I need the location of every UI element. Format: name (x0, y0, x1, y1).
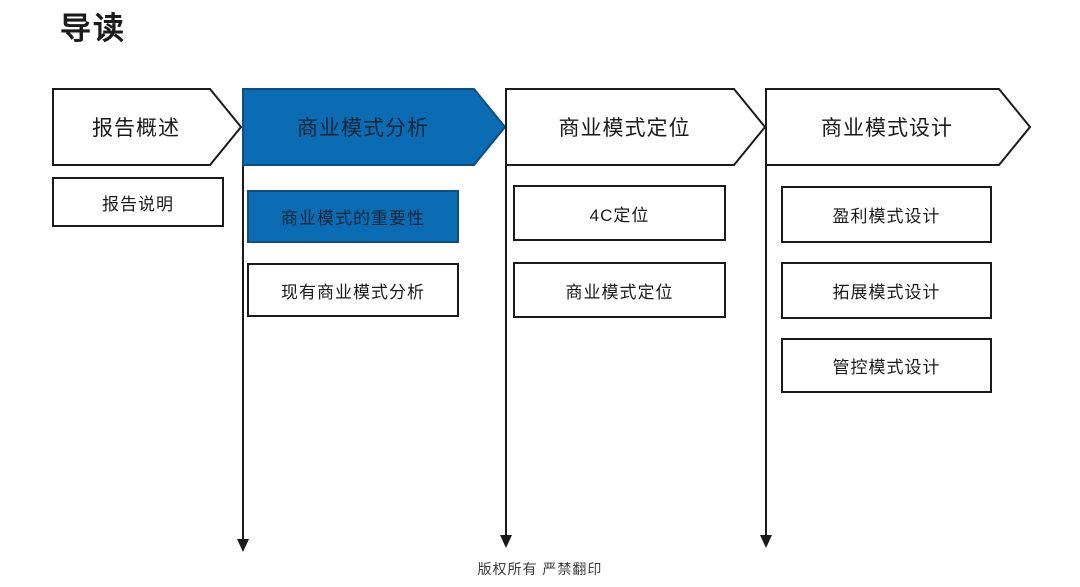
connector-line-stage-4 (765, 166, 767, 537)
chevron-shape-3 (505, 88, 766, 166)
sub-item-box[interactable]: 盈利模式设计 (781, 186, 992, 243)
sub-item-box[interactable]: 现有商业模式分析 (247, 263, 459, 317)
chevron-stage-3[interactable]: 商业模式定位 (505, 88, 766, 166)
chevron-stage-1[interactable]: 报告概述 (52, 88, 242, 166)
chevron-label-3: 商业模式定位 (558, 117, 691, 140)
chevron-label-2: 商业模式分析 (297, 117, 429, 140)
sub-item-label: 拓展模式设计 (832, 283, 941, 302)
sub-item-label: 盈利模式设计 (832, 207, 941, 226)
chevron-label-1: 报告概述 (92, 117, 180, 140)
chevron-shape-2 (242, 88, 506, 166)
chevron-stage-2[interactable]: 商业模式分析 (242, 88, 506, 166)
sub-item-label: 4C定位 (589, 205, 650, 225)
sub-item-label: 报告说明 (102, 194, 174, 214)
chevron-shape-1 (52, 88, 242, 166)
sub-item-box[interactable]: 4C定位 (513, 185, 726, 241)
connector-line-stage-3 (505, 166, 507, 537)
sub-item-label: 管控模式设计 (832, 358, 941, 377)
sub-item-box[interactable]: 商业模式定位 (513, 262, 726, 318)
connector-line-stage-2 (242, 166, 244, 541)
connector-arrowhead-stage-2 (237, 539, 249, 552)
connector-arrowhead-stage-3 (500, 535, 512, 548)
sub-item-label: 商业模式的重要性 (281, 209, 425, 228)
chevron-stage-4[interactable]: 商业模式设计 (765, 88, 1031, 166)
sub-item-box[interactable]: 报告说明 (52, 177, 224, 227)
sub-item-box[interactable]: 管控模式设计 (781, 338, 992, 393)
process-chevron-row: 报告概述 商业模式分析 商业模式定位 商业模式设计 (0, 88, 1080, 166)
sub-item-box[interactable]: 拓展模式设计 (781, 262, 992, 319)
sub-item-label: 商业模式定位 (565, 282, 674, 302)
chevron-shape-4 (765, 88, 1031, 166)
sub-item-box[interactable]: 商业模式的重要性 (247, 190, 459, 243)
page-title: 导读 (60, 11, 126, 46)
chevron-label-4: 商业模式设计 (821, 117, 953, 140)
copyright-footer: 版权所有 严禁翻印 (477, 561, 603, 577)
sub-item-label: 现有商业模式分析 (281, 282, 425, 302)
connector-arrowhead-stage-4 (760, 535, 772, 548)
